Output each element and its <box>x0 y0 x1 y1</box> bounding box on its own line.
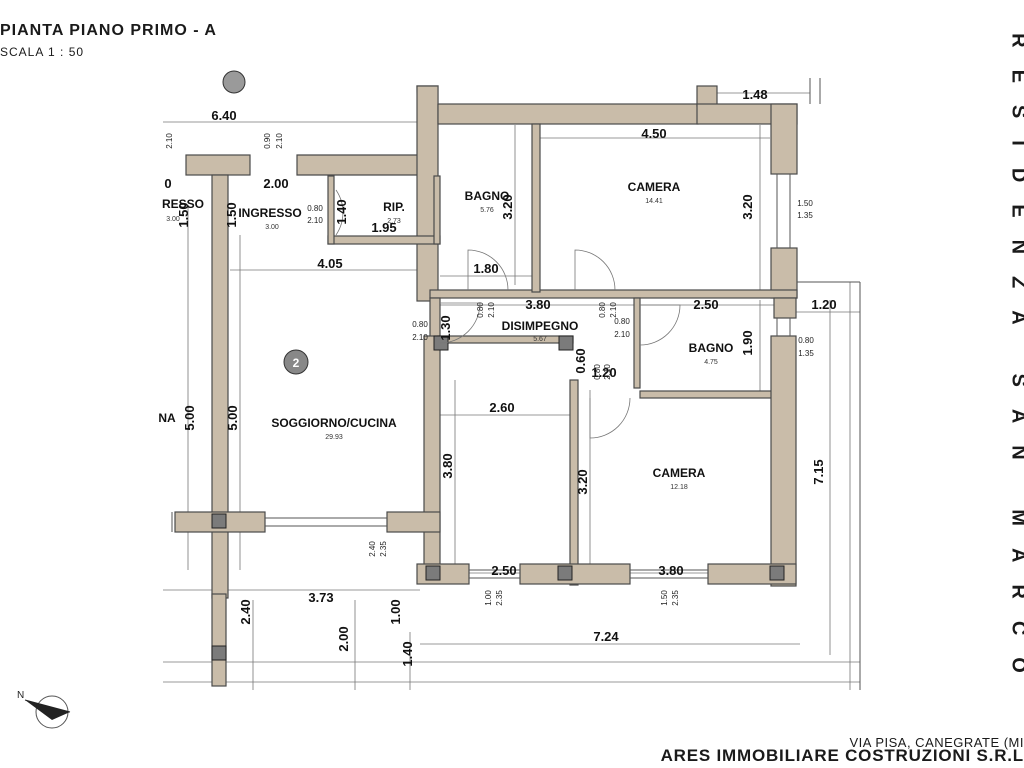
opening-width: 0.80 <box>412 320 428 329</box>
opening-height: 2.10 <box>487 302 496 318</box>
opening-width: 0.80 <box>598 302 607 318</box>
room-areas: 3.00 3.00 2.73 5.76 14.41 5.67 4.75 29.9… <box>166 198 718 491</box>
room-labels: RESSO INGRESSO RIP. BAGNO CAMERA DISIMPE… <box>158 180 733 480</box>
room-name-cut-left: NA <box>158 411 176 425</box>
opening-height: 1.35 <box>797 211 813 220</box>
dim-label: 1.00 <box>388 599 403 624</box>
dimension-labels: 6.40 1.48 4.50 0 2.00 1.95 4.05 1.80 3.8… <box>164 87 836 644</box>
scale-label: SCALA 1 : 50 <box>0 45 85 59</box>
opening-height: 2.35 <box>379 541 388 557</box>
opening-height: 2.10 <box>307 216 323 225</box>
dim-label: 5.00 <box>225 405 240 430</box>
section-marker <box>222 70 246 94</box>
vertical-dimension-labels: 1.50 1.50 1.40 3.20 3.20 1.30 1.90 0.60 … <box>176 194 826 666</box>
opening-width: 0.80 <box>476 302 485 318</box>
room-area-disimpegno: 5.67 <box>533 336 547 343</box>
room-name-camera-1: CAMERA <box>628 180 681 194</box>
room-area-bagno-2: 4.75 <box>704 359 718 366</box>
dim-label: 3.20 <box>500 194 515 219</box>
dim-label: 1.20 <box>811 297 836 312</box>
dim-label: 3.80 <box>525 297 550 312</box>
opening-width: 0.80 <box>307 204 323 213</box>
opening-height: 2.10 <box>275 133 284 149</box>
room-area-camera-2: 12.18 <box>670 484 688 491</box>
dim-label: 7.24 <box>593 629 619 644</box>
windows <box>171 78 861 690</box>
opening-width: 0.80 <box>593 364 602 380</box>
room-marker-label: 2 <box>293 356 300 370</box>
dim-label: 1.95 <box>371 220 396 235</box>
dim-label: 0 <box>164 176 171 191</box>
dim-label: 3.80 <box>440 453 455 478</box>
dim-label: 2.40 <box>238 599 253 624</box>
page-title: PIANTA PIANO PRIMO - A <box>0 22 217 39</box>
opening-height: 1.35 <box>798 349 814 358</box>
dim-label: 1.40 <box>400 641 415 666</box>
dim-label: 1.40 <box>334 199 349 224</box>
dim-label: 2.60 <box>489 400 514 415</box>
opening-height: 2.10 <box>614 330 630 339</box>
north-label: N <box>17 690 24 701</box>
opening-width: 1.50 <box>660 590 669 606</box>
address: VIA PISA, CANEGRATE (MI <box>849 735 1024 750</box>
room-area-ingresso-left: 3.00 <box>166 216 180 223</box>
dim-label: 2.00 <box>263 176 288 191</box>
dim-label: 2.50 <box>491 563 516 578</box>
opening-height: 2.35 <box>495 590 504 606</box>
room-name-disimpegno: DISIMPEGNO <box>502 319 579 333</box>
opening-width: 0.80 <box>798 336 814 345</box>
dim-label: 3.73 <box>308 590 333 605</box>
dim-label: 3.80 <box>658 563 683 578</box>
opening-width: 2.40 <box>368 541 377 557</box>
opening-width: 0.80 <box>614 317 630 326</box>
dim-label: 1.90 <box>740 330 755 355</box>
opening-width: 1.50 <box>797 199 813 208</box>
project-name: RESIDENZA SAN MARCO <box>1007 33 1024 695</box>
room-name-soggiorno: SOGGIORNO/CUCINA <box>271 416 397 430</box>
dim-label: 7.15 <box>811 459 826 484</box>
pillars <box>211 335 785 661</box>
dim-label: 1.48 <box>742 87 767 102</box>
dim-label: 3.20 <box>575 469 590 494</box>
room-name-bagno-1: BAGNO <box>465 189 510 203</box>
room-name-ingresso: INGRESSO <box>238 206 301 220</box>
dim-label: 1.20 <box>591 365 616 380</box>
dim-label: 2.00 <box>336 626 351 651</box>
dim-label: 1.50 <box>224 202 239 227</box>
opening-height: 2.10 <box>609 302 618 318</box>
room-area-ingresso: 3.00 <box>265 224 279 231</box>
door-swings <box>335 189 681 439</box>
dim-label: 6.40 <box>211 108 236 123</box>
dim-label: 5.00 <box>182 405 197 430</box>
opening-width: 0.90 <box>263 133 272 149</box>
room-name-ingresso-left: RESSO <box>162 197 204 211</box>
opening-labels: 0.90 2.10 2.10 0.80 2.10 1.50 1.35 0.80 … <box>165 133 814 606</box>
north-arrow: N <box>17 690 71 729</box>
opening-height: 2.35 <box>671 590 680 606</box>
dim-label: 3.20 <box>740 194 755 219</box>
room-area-camera-1: 14.41 <box>645 198 663 205</box>
company-name: ARES IMMOBILIARE COSTRUZIONI S.R.L <box>660 746 1024 765</box>
room-area-soggiorno: 29.93 <box>325 434 343 441</box>
room-area-rip: 2.73 <box>387 218 401 225</box>
room-name-rip: RIP. <box>383 200 405 214</box>
dim-label: 0.60 <box>573 348 588 373</box>
dim-label: 1.80 <box>473 261 498 276</box>
dim-label: 1.30 <box>438 315 453 340</box>
dim-label: 1.50 <box>176 202 191 227</box>
dim-label: 2.50 <box>693 297 718 312</box>
opening-height: 2.10 <box>165 133 174 149</box>
room-name-bagno-2: BAGNO <box>689 341 734 355</box>
room-area-bagno-1: 5.76 <box>480 207 494 214</box>
room-name-camera-2: CAMERA <box>653 466 706 480</box>
dim-label: 4.05 <box>317 256 342 271</box>
room-marker <box>283 349 309 375</box>
opening-height: 2.10 <box>412 333 428 342</box>
opening-height: 2.10 <box>603 364 612 380</box>
dim-label: 4.50 <box>641 126 666 141</box>
opening-width: 1.00 <box>484 590 493 606</box>
walls <box>174 85 798 687</box>
